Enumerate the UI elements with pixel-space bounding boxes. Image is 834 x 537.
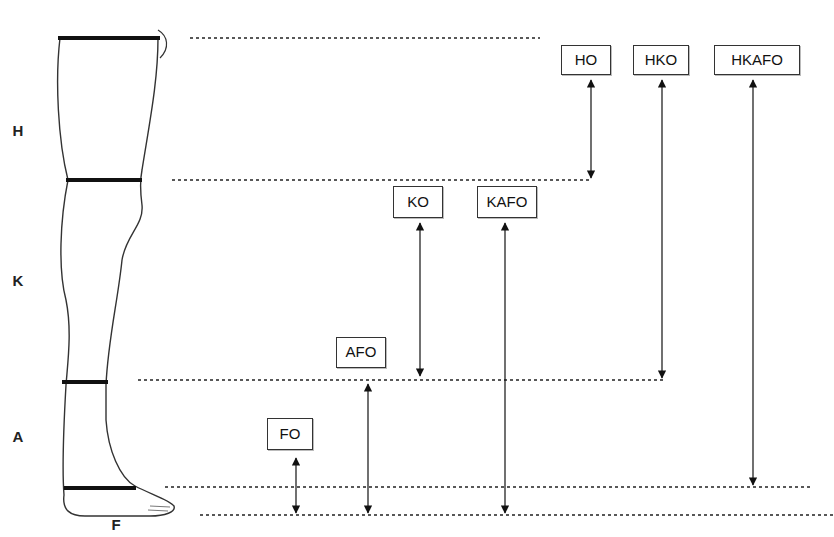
level-letter: A [13, 429, 24, 444]
box-label: FO [280, 426, 301, 443]
sole-dashed-line [200, 514, 834, 516]
hip-dashed-line [190, 37, 540, 39]
box-label: HKO [645, 52, 678, 69]
orthosis-box: AFO [336, 337, 386, 368]
orthosis-box: KAFO [477, 186, 537, 218]
ankle-dashed-line [138, 379, 665, 381]
range-arrow [590, 80, 591, 178]
box-label: AFO [346, 344, 377, 361]
toe-lines [148, 506, 170, 511]
box-label: KO [407, 194, 429, 211]
ankle-level-bar [62, 380, 108, 384]
foot-level-bar [64, 486, 136, 490]
range-arrow [295, 458, 296, 513]
knee-dashed-line [172, 179, 592, 181]
range-arrow [367, 384, 368, 513]
orthosis-box: FO [267, 418, 313, 450]
range-arrow [419, 223, 420, 376]
box-label: HKAFO [731, 52, 783, 69]
orthosis-box: HKO [633, 45, 689, 75]
orthosis-box: HO [561, 45, 611, 75]
orthosis-box: KO [393, 186, 443, 218]
box-label: KAFO [487, 194, 528, 211]
range-arrow [752, 80, 753, 485]
range-arrow [661, 80, 662, 378]
range-arrows [296, 80, 753, 513]
foot-dashed-line [165, 486, 810, 488]
leg-outline [58, 38, 175, 516]
orthosis-box: HKAFO [714, 45, 800, 75]
level-letter: F [111, 517, 120, 532]
level-letter: K [13, 273, 24, 288]
level-letter: H [13, 123, 24, 138]
range-arrow [504, 223, 505, 513]
level-lines [138, 38, 834, 515]
hip-level-bar [58, 36, 160, 40]
hip-contour [158, 30, 167, 58]
box-label: HO [575, 52, 598, 69]
knee-level-bar [66, 178, 142, 182]
